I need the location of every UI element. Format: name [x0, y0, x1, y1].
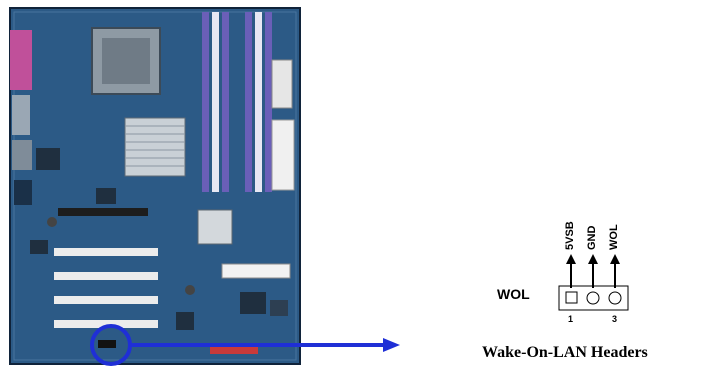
serial-port: [10, 30, 32, 90]
pin-number-1: 1: [568, 314, 573, 324]
northbridge-heatsink: [125, 118, 185, 176]
up-arrow-icon: [566, 254, 576, 288]
up-arrow-icon: [588, 254, 598, 288]
header-diagram: [559, 254, 628, 310]
pin-2: [587, 292, 599, 304]
motherboard-image: [10, 8, 300, 364]
pin-number-3: 3: [612, 314, 617, 324]
pin-label-gnd: GND: [586, 226, 598, 250]
caption: Wake-On-LAN Headers: [482, 344, 648, 362]
pin-1: [566, 292, 577, 303]
pin-3: [609, 292, 621, 304]
pin-label-wol: WOL: [608, 224, 620, 250]
header-name: WOL: [497, 286, 530, 302]
pointer-arrowhead: [383, 338, 400, 352]
up-arrow-icon: [610, 254, 620, 288]
pin-label-5vsb: 5VSB: [564, 221, 576, 250]
